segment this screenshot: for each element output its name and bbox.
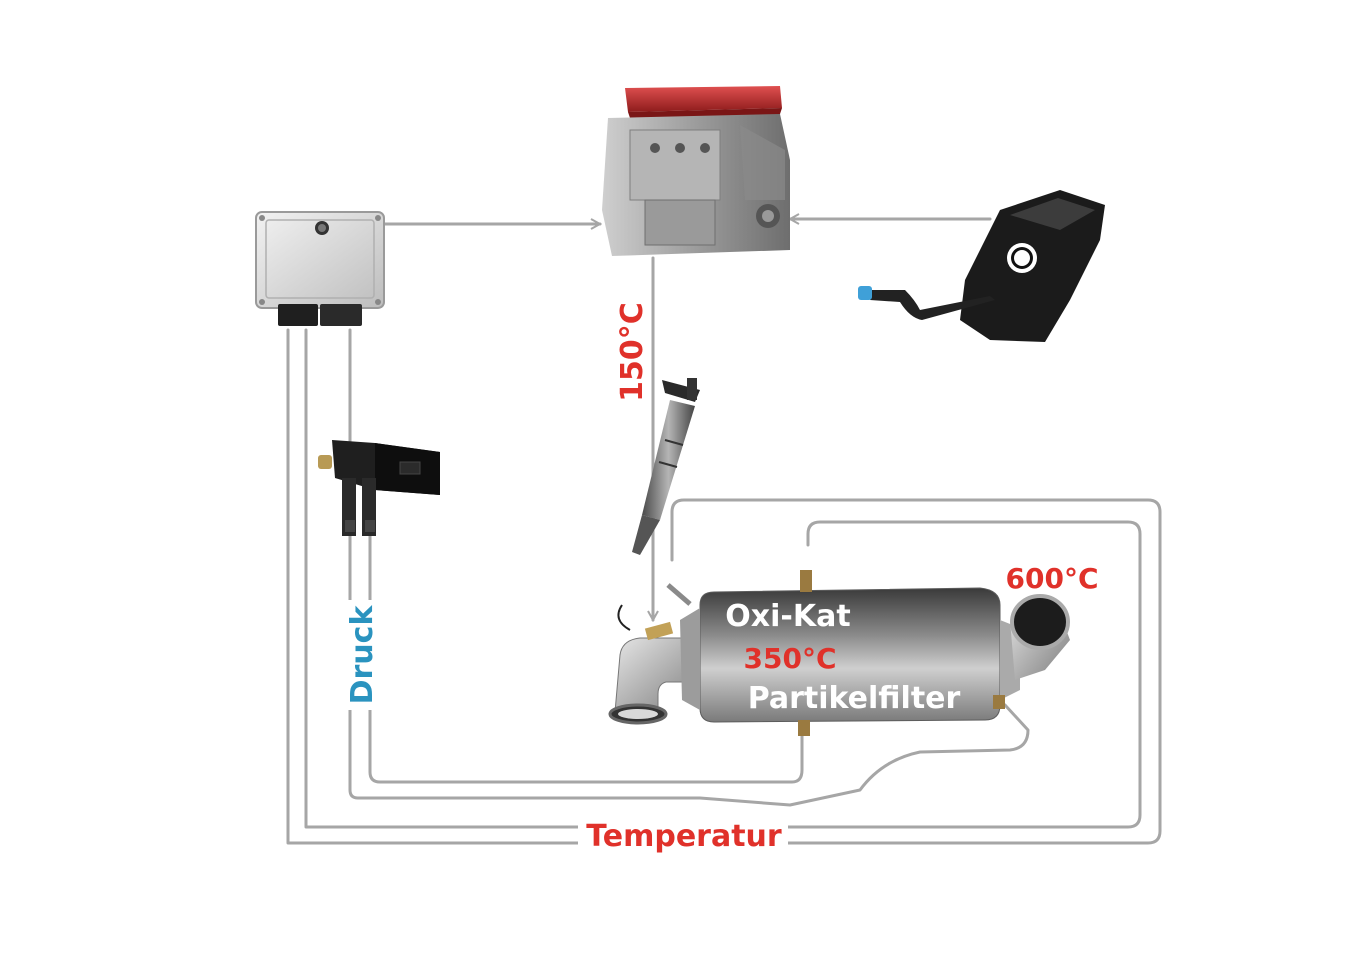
control-unit-icon bbox=[255, 211, 385, 326]
particulate-filter-icon bbox=[608, 570, 1070, 736]
dpf-outlet-temperature-label: 600°C bbox=[1006, 562, 1099, 595]
temperatur-label-bg bbox=[578, 818, 788, 854]
differential-pressure-sensor-icon bbox=[318, 440, 440, 536]
engine-block-icon bbox=[602, 86, 790, 256]
temperature-line-outer bbox=[286, 328, 1162, 845]
connection-lines bbox=[286, 219, 1162, 845]
injector-icon bbox=[632, 378, 700, 555]
pressure-label: Druck bbox=[345, 605, 380, 705]
dpf-inlet-temperature-label: 350°C bbox=[744, 642, 837, 675]
oxi-kat-label: Oxi-Kat bbox=[725, 599, 850, 634]
temperature-label: Temperatur bbox=[586, 819, 782, 854]
pressure-line bbox=[368, 528, 804, 784]
engine-exhaust-temperature-label: 150°C bbox=[615, 302, 650, 402]
temperature-line-middle bbox=[304, 328, 1142, 829]
druck-label-bg bbox=[343, 600, 377, 710]
partikelfilter-label: Partikelfilter bbox=[748, 681, 961, 716]
temperature-line-inner bbox=[348, 328, 1030, 807]
fuel-tank-icon bbox=[858, 190, 1105, 342]
